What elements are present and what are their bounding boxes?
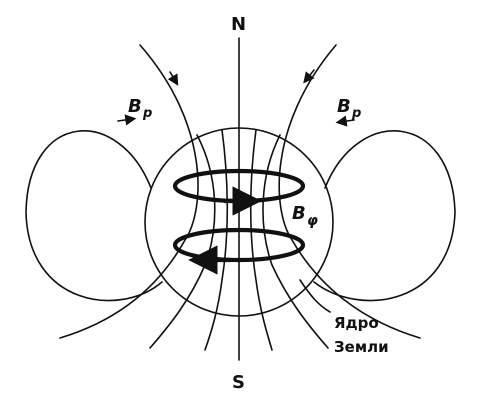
field-arrow-left (167, 71, 179, 86)
north-label: N (231, 14, 246, 35)
poloidal-arrow-left (117, 114, 137, 126)
core-label-line2: Земли (334, 338, 389, 356)
field-line-right-inner (262, 134, 329, 349)
bphi-subscript: φ (307, 213, 318, 229)
field-line-right-center (249, 129, 273, 351)
field-line-right-outer (278, 44, 421, 339)
south-label: S (232, 372, 245, 393)
field-line-left-inner (149, 134, 216, 349)
core-leader-line (299, 279, 331, 313)
field-line-left-center (204, 129, 229, 351)
bp-left-subscript: p (142, 106, 152, 121)
field-arrow-right (303, 69, 315, 84)
core-label-line1: Ядро (334, 314, 379, 332)
poloidal-loop-right (313, 130, 456, 302)
poloidal-arrow-right (335, 115, 355, 127)
bp-right-label: B (337, 96, 351, 117)
bp-right-subscript: p (351, 106, 361, 121)
bphi-label: B (292, 203, 306, 224)
bp-left-label: B (128, 96, 142, 117)
toroidal-ring-lower (172, 227, 306, 263)
poloidal-loop-left (25, 130, 163, 302)
